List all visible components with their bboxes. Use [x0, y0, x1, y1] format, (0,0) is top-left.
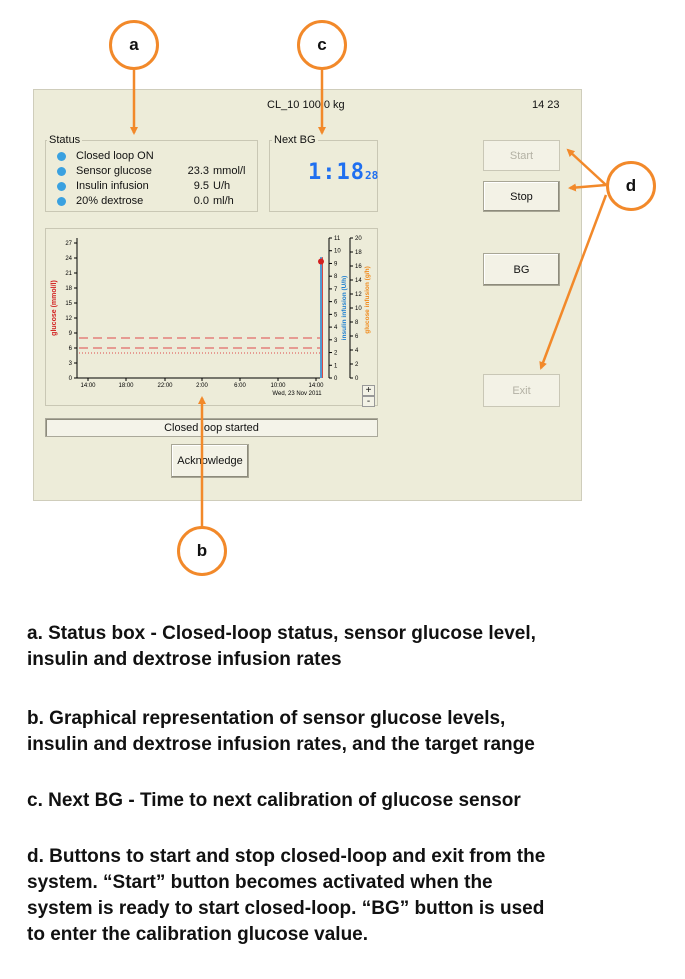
insulin-tick-label: 3	[334, 338, 338, 344]
status-indicator-icon	[57, 197, 66, 206]
status-value: 9.5	[193, 180, 209, 192]
status-value: 0.0	[193, 195, 209, 207]
status-bar-message: Closed loop started	[45, 418, 378, 437]
caption-d-line-2: system. “Start” button becomes activated…	[27, 872, 493, 893]
caption-d-line-3: system is ready to start closed-loop. “B…	[27, 898, 545, 919]
callout-d-arrow-stop	[568, 183, 607, 192]
status-value: 23.3	[187, 165, 209, 177]
glucose-tick-label: 6	[69, 346, 73, 352]
insulin-tick-label: 1	[334, 363, 338, 369]
insulin-tick-label: 5	[334, 312, 338, 318]
x-tick-label: 14:00	[80, 383, 96, 389]
caption-c-line-1: c. Next BG - Time to next calibration of…	[27, 790, 521, 811]
next-bg-title: Next BG	[272, 134, 318, 146]
insulin-tick-label: 8	[334, 274, 338, 280]
glucose-tick-label: 24	[65, 256, 72, 262]
status-label: 20% dextrose	[76, 195, 144, 207]
glucose-tick-label: 27	[65, 241, 72, 247]
dextrose-tick-label: 14	[355, 278, 362, 284]
dextrose-tick-label: 16	[355, 264, 362, 270]
callout-c: c	[297, 20, 347, 70]
callout-d-arrow-start	[566, 148, 607, 186]
next-bg-countdown: 1:1828	[308, 160, 378, 185]
next-bg-seconds: 28	[365, 169, 379, 182]
stop-button[interactable]: Stop	[483, 181, 560, 212]
x-tick-label: 14:00	[308, 383, 324, 389]
insulin-tick-label: 0	[334, 376, 338, 382]
insulin-tick-label: 9	[334, 261, 338, 267]
insulin-tick-label: 11	[334, 236, 341, 242]
glucose-tick-label: 3	[69, 361, 73, 367]
x-date-label: Wed, 23 Nov 2011	[272, 391, 322, 397]
glucose-tick-label: 15	[65, 301, 72, 307]
glucose-axis-label: glucose (mmol/l)	[51, 280, 58, 336]
glucose-tick-label: 21	[65, 271, 72, 277]
x-tick-label: 10:00	[270, 383, 286, 389]
insulin-tick-label: 10	[334, 249, 341, 255]
glucose-tick-label: 0	[69, 376, 73, 382]
next-bg-hours: 1:	[308, 160, 337, 185]
status-indicator-icon	[57, 152, 66, 161]
insulin-tick-label: 7	[334, 287, 338, 293]
caption-b-line-2: insulin and dextrose infusion rates, and…	[27, 734, 535, 755]
acknowledge-button[interactable]: Acknowledge	[171, 444, 249, 478]
dextrose-tick-label: 8	[355, 320, 359, 326]
callout-d-arrow-exit	[539, 194, 608, 370]
caption-d-line-4: to enter the calibration glucose value.	[27, 924, 369, 945]
status-title: Status	[47, 134, 83, 146]
glucose-tick-label: 12	[65, 316, 72, 322]
zoom-out-button[interactable]: -	[362, 396, 375, 407]
dextrose-tick-label: 6	[355, 334, 359, 340]
dextrose-tick-label: 20	[355, 236, 362, 242]
insulin-tick-label: 4	[334, 325, 338, 331]
caption-a-line-2: insulin and dextrose infusion rates	[27, 649, 342, 670]
glucose-chart-box	[45, 228, 378, 406]
x-tick-label: 6:00	[234, 383, 246, 389]
dextrose-tick-label: 12	[355, 292, 362, 298]
caption-b-line-1: b. Graphical representation of sensor gl…	[27, 708, 506, 729]
glucose-tick-label: 18	[65, 286, 72, 292]
status-indicator-icon	[57, 167, 66, 176]
insulin-tick-label: 6	[334, 300, 338, 306]
status-label: Insulin infusion	[76, 180, 149, 192]
start-button[interactable]: Start	[483, 140, 560, 171]
status-unit: mmol/l	[213, 165, 246, 177]
x-tick-label: 18:00	[118, 383, 134, 389]
status-label: Closed loop ON	[76, 150, 154, 162]
dextrose-tick-label: 4	[355, 348, 359, 354]
x-tick-label: 22:00	[157, 383, 173, 389]
callout-b: b	[177, 526, 227, 576]
status-unit: ml/h	[213, 195, 234, 207]
status-label: Sensor glucose	[76, 165, 152, 177]
callout-a: a	[109, 20, 159, 70]
zoom-in-button[interactable]: +	[362, 385, 375, 396]
caption-d-line-1: d. Buttons to start and stop closed-loop…	[27, 846, 546, 867]
bg-button[interactable]: BG	[483, 253, 560, 286]
dextrose-tick-label: 2	[355, 362, 359, 368]
status-indicator-icon	[57, 182, 66, 191]
caption-a-line-1: a. Status box - Closed-loop status, sens…	[27, 623, 536, 644]
next-bg-box	[269, 140, 378, 212]
clock: 14 23	[532, 99, 560, 111]
callout-d: d	[606, 161, 656, 211]
next-bg-minutes: 18	[336, 160, 365, 185]
glucose-point	[318, 258, 324, 265]
patient-id: CL_10 100.0 kg	[267, 99, 345, 111]
status-unit: U/h	[213, 180, 231, 192]
x-tick-label: 2:00	[196, 383, 208, 389]
glucose-tick-label: 9	[69, 331, 73, 337]
dextrose-tick-label: 18	[355, 250, 362, 256]
status-box	[45, 140, 258, 212]
dextrose-axis-label: glucose infusion (g/h)	[364, 266, 371, 334]
dextrose-tick-label: 0	[355, 376, 359, 382]
exit-button[interactable]: Exit	[483, 374, 560, 407]
insulin-tick-label: 2	[334, 351, 338, 357]
insulin-axis-label: insulin infusion (U/h)	[341, 276, 348, 341]
dextrose-tick-label: 10	[355, 306, 362, 312]
